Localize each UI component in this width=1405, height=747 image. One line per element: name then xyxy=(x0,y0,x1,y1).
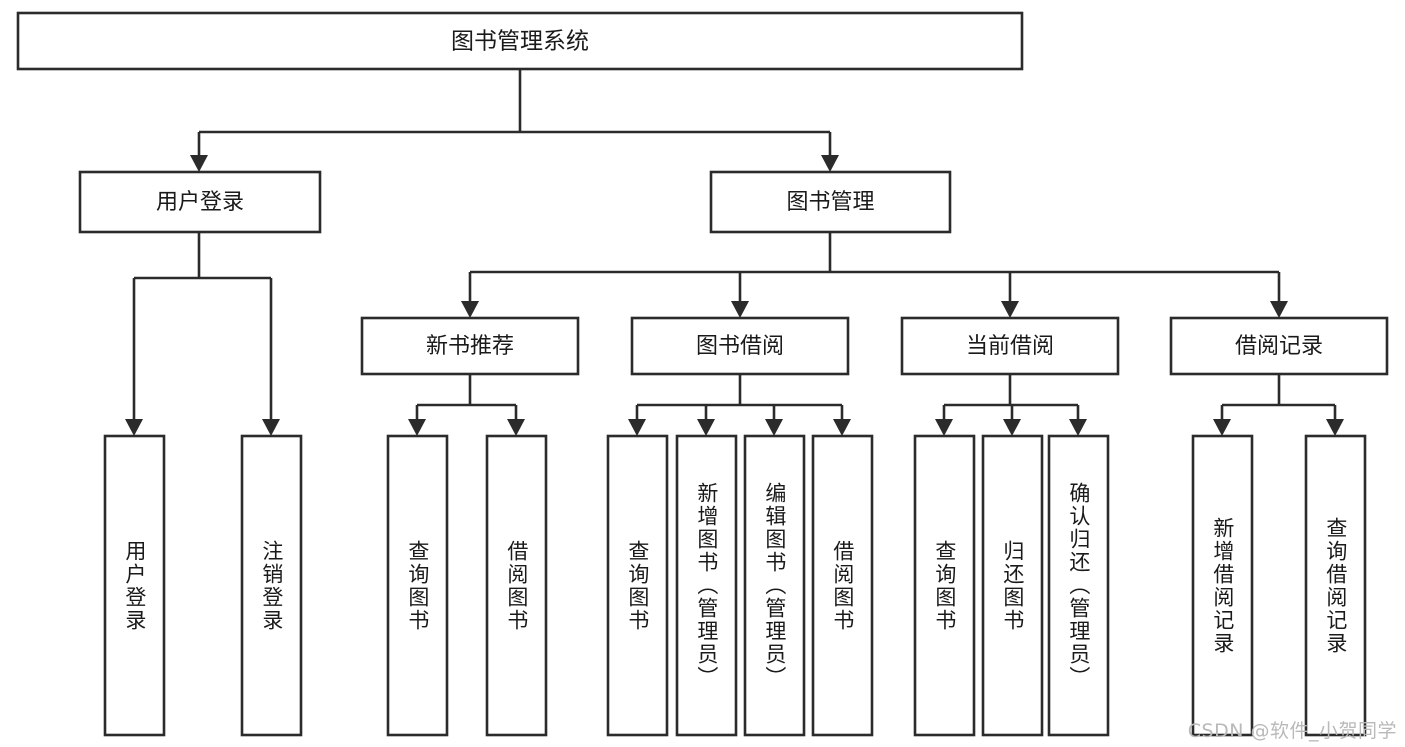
node-root[interactable]: 图书管理系统 xyxy=(16,11,1024,71)
node-user-login-label: 用户登录 xyxy=(156,190,244,215)
node-leaf-user-login[interactable] xyxy=(103,434,166,737)
node-root-label: 图书管理系统 xyxy=(451,29,589,55)
node-new-book-recommend-label: 新书推荐 xyxy=(426,334,514,359)
arrow-head-icon xyxy=(190,155,208,172)
node-leaf-add-borrow-record-box[interactable] xyxy=(1191,434,1254,737)
node-leaf-query-book-1[interactable] xyxy=(386,434,449,737)
arrow-head-icon xyxy=(765,419,783,436)
node-leaf-query-book-1-box[interactable] xyxy=(386,434,449,737)
node-leaf-edit-book-admin-box[interactable] xyxy=(743,434,806,737)
arrow-head-icon xyxy=(731,301,749,318)
node-book-borrow[interactable]: 图书借阅 xyxy=(630,316,850,376)
node-user-login-box[interactable] xyxy=(78,170,322,234)
node-leaf-logout-login[interactable] xyxy=(240,434,303,737)
watermark-text: CSDN @软件_小贺同学 xyxy=(1187,720,1397,742)
arrow-head-icon xyxy=(408,419,426,436)
node-leaf-return-book-box[interactable] xyxy=(981,434,1044,737)
node-current-borrow-box[interactable] xyxy=(900,316,1120,376)
node-leaf-edit-book-admin[interactable] xyxy=(743,434,806,737)
arrow-head-icon xyxy=(461,301,479,318)
arrow-head-icon xyxy=(1326,419,1344,436)
arrow-head-icon xyxy=(833,419,851,436)
arrow-head-icon xyxy=(262,419,280,436)
node-leaf-user-login-box[interactable] xyxy=(103,434,166,737)
node-leaf-borrow-book-1-box[interactable] xyxy=(485,434,548,737)
node-borrow-record[interactable]: 借阅记录 xyxy=(1169,316,1389,376)
arrow-head-icon xyxy=(1069,419,1087,436)
node-book-management-label: 图书管理 xyxy=(786,190,874,215)
node-new-book-recommend[interactable]: 新书推荐 xyxy=(360,316,580,376)
node-leaf-borrow-book-2-box[interactable] xyxy=(811,434,874,737)
node-new-book-recommend-box[interactable] xyxy=(360,316,580,376)
node-leaf-borrow-book-2[interactable] xyxy=(811,434,874,737)
connector-layer xyxy=(125,69,1344,436)
node-leaf-add-book-admin[interactable] xyxy=(675,434,738,737)
node-current-borrow[interactable]: 当前借阅 xyxy=(900,316,1120,376)
node-book-borrow-label: 图书借阅 xyxy=(696,334,784,359)
arrow-head-icon xyxy=(935,419,953,436)
arrow-head-icon xyxy=(1270,301,1288,318)
arrow-head-icon xyxy=(1213,419,1231,436)
node-borrow-record-label: 借阅记录 xyxy=(1235,334,1323,359)
node-leaf-logout-login-box[interactable] xyxy=(240,434,303,737)
arrow-head-icon xyxy=(507,419,525,436)
node-leaf-query-book-2[interactable] xyxy=(606,434,669,737)
node-leaf-confirm-return-admin[interactable] xyxy=(1047,434,1110,737)
node-root-box[interactable] xyxy=(16,11,1024,71)
node-leaf-confirm-return-admin-box[interactable] xyxy=(1047,434,1110,737)
node-leaf-query-book-2-box[interactable] xyxy=(606,434,669,737)
node-leaf-add-book-admin-box[interactable] xyxy=(675,434,738,737)
arrow-head-icon xyxy=(821,155,839,172)
node-book-borrow-box[interactable] xyxy=(630,316,850,376)
node-user-login[interactable]: 用户登录 xyxy=(78,170,322,234)
node-current-borrow-label: 当前借阅 xyxy=(966,334,1054,359)
node-leaf-query-book-3[interactable] xyxy=(913,434,976,737)
node-leaf-query-book-3-box[interactable] xyxy=(913,434,976,737)
arrow-head-icon xyxy=(697,419,715,436)
node-leaf-query-borrow-record-box[interactable] xyxy=(1304,434,1367,737)
node-leaf-query-borrow-record[interactable] xyxy=(1304,434,1367,737)
arrow-head-icon xyxy=(628,419,646,436)
arrow-head-icon xyxy=(125,419,143,436)
node-book-management[interactable]: 图书管理 xyxy=(709,170,952,234)
node-book-management-box[interactable] xyxy=(709,170,952,234)
node-leaf-return-book[interactable] xyxy=(981,434,1044,737)
node-borrow-record-box[interactable] xyxy=(1169,316,1389,376)
node-leaf-borrow-book-1[interactable] xyxy=(485,434,548,737)
arrow-head-icon xyxy=(1003,419,1021,436)
arrow-head-icon xyxy=(1001,301,1019,318)
node-leaf-add-borrow-record[interactable] xyxy=(1191,434,1254,737)
